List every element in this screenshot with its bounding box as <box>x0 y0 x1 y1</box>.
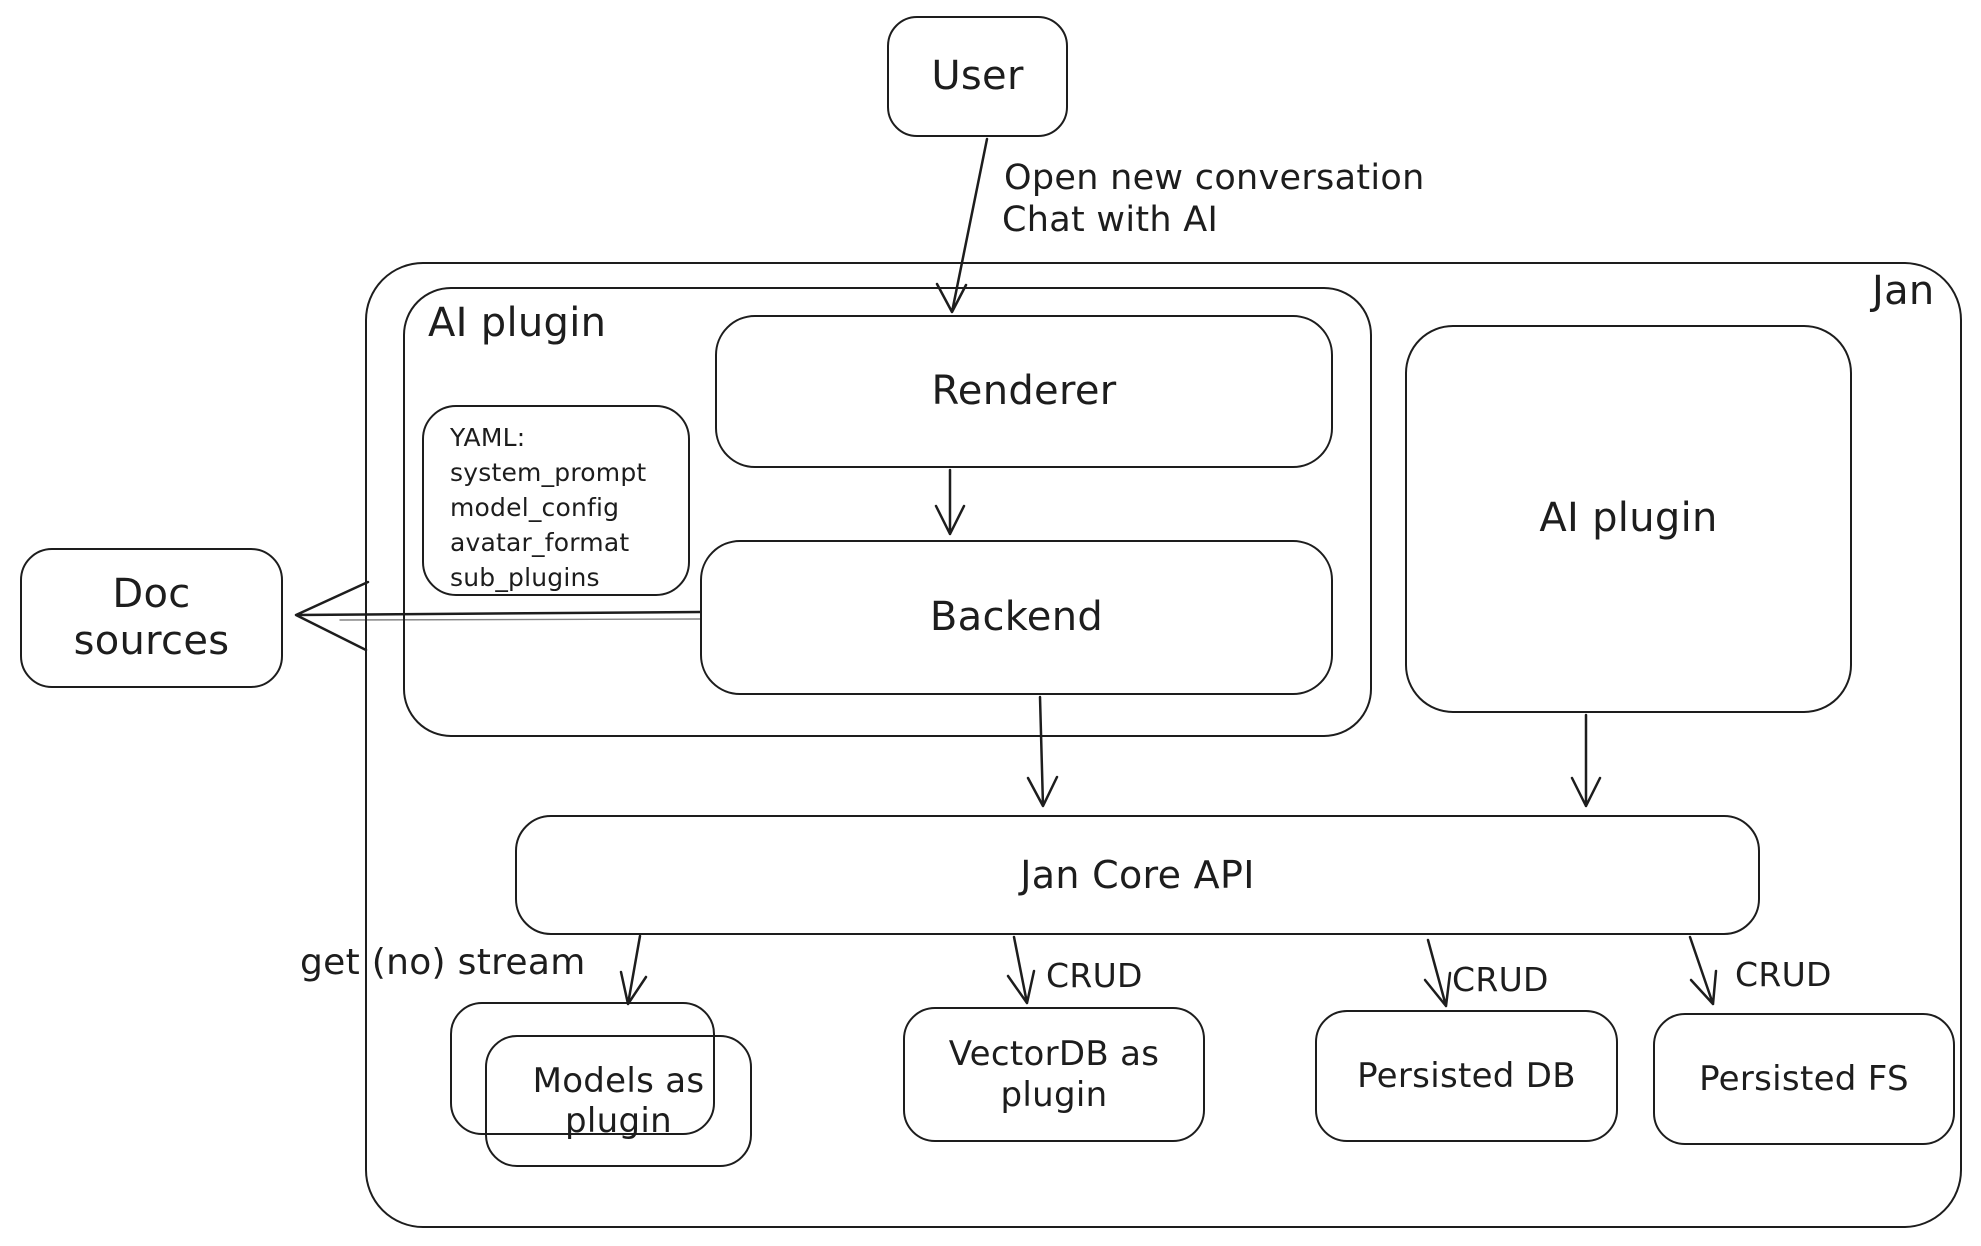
edge-label-crud-persisted-fs: CRUD <box>1735 955 1832 994</box>
node-doc-sources[interactable]: Doc sources <box>20 548 283 688</box>
yaml-line: avatar_format <box>450 528 630 557</box>
node-models-plugin-shadow[interactable] <box>450 1002 715 1135</box>
node-jan-label: Jan <box>1872 268 1935 314</box>
edge-label-get-no-stream: get (no) stream <box>300 942 586 983</box>
node-renderer-label: Renderer <box>931 367 1117 414</box>
node-jan-container[interactable] <box>365 262 1962 1228</box>
edge-label-chat-with-ai: Chat with AI <box>1002 200 1219 240</box>
node-ai-plugin-left-container[interactable] <box>403 287 1372 737</box>
node-vectordb-plugin[interactable]: VectorDB as plugin <box>903 1007 1205 1142</box>
yaml-note-text: YAML: system_prompt model_config avatar_… <box>424 406 688 595</box>
node-persisted-db[interactable]: Persisted DB <box>1315 1010 1618 1142</box>
node-doc-sources-label: Doc sources <box>73 570 230 664</box>
edge-label-crud-vectordb: CRUD <box>1046 956 1143 995</box>
yaml-line: system_prompt <box>450 458 647 487</box>
edge-label-open-new-conversation: Open new conversation <box>1004 158 1425 198</box>
yaml-line: sub_plugins <box>450 563 600 592</box>
node-models-plugin[interactable]: Models as plugin <box>485 1035 752 1167</box>
edge-label-crud-persisted-db: CRUD <box>1452 960 1549 999</box>
node-vectordb-plugin-label: VectorDB as plugin <box>948 1034 1160 1115</box>
node-jan-core-api[interactable]: Jan Core API <box>515 815 1760 935</box>
node-ai-plugin-left-label: AI plugin <box>428 300 607 346</box>
node-user-label: User <box>931 52 1024 99</box>
node-models-plugin-label: Models as plugin <box>532 1060 705 1141</box>
node-backend-label: Backend <box>929 593 1104 640</box>
node-yaml-note[interactable]: YAML: system_prompt model_config avatar_… <box>422 405 690 596</box>
node-renderer[interactable]: Renderer <box>715 315 1333 468</box>
node-jan-core-api-label: Jan Core API <box>1020 852 1255 897</box>
node-persisted-db-label: Persisted DB <box>1357 1055 1576 1096</box>
yaml-line: model_config <box>450 493 620 522</box>
node-backend[interactable]: Backend <box>700 540 1333 695</box>
node-ai-plugin-right[interactable]: AI plugin <box>1405 325 1852 713</box>
node-user[interactable]: User <box>887 16 1068 137</box>
node-persisted-fs-label: Persisted FS <box>1699 1058 1909 1099</box>
yaml-line: YAML: <box>450 423 526 452</box>
node-persisted-fs[interactable]: Persisted FS <box>1653 1013 1955 1145</box>
node-ai-plugin-right-label: AI plugin <box>1539 495 1718 542</box>
